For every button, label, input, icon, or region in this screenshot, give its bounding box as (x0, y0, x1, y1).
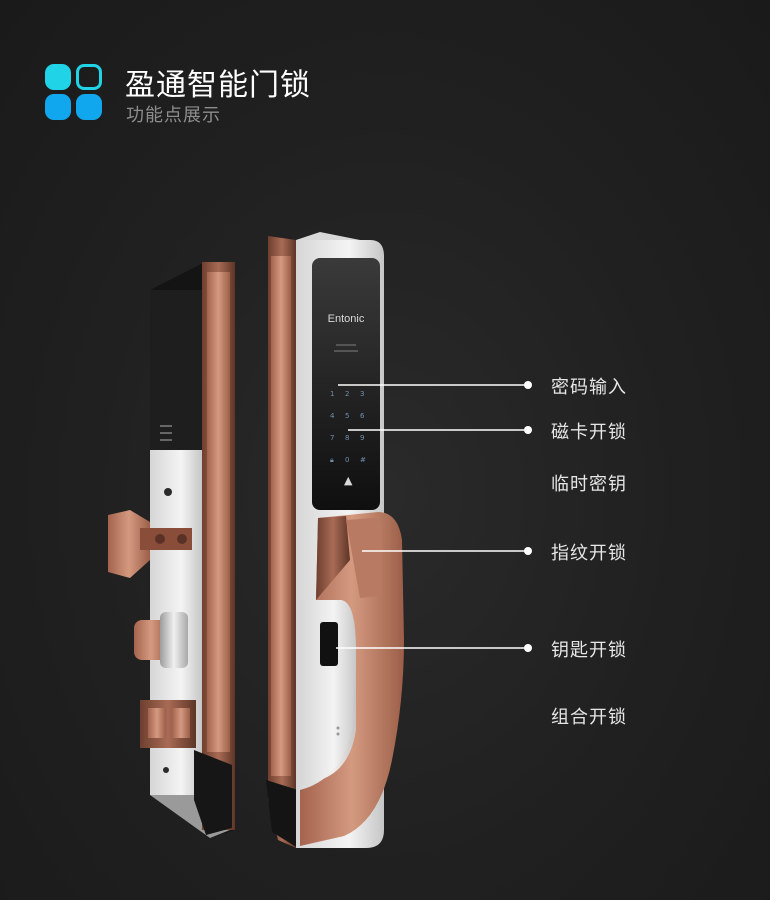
brand-text: Entonic (328, 313, 365, 325)
key-9: 9 (360, 434, 364, 442)
page-title: 盈通智能门锁 (125, 68, 311, 103)
leader-dot-key (524, 644, 532, 652)
logo-square-br (76, 94, 102, 120)
doorbell-icon: ▲ (344, 474, 353, 487)
feature-temp-key-label: 临时密钥 (551, 474, 627, 495)
leader-dot-fingerprint (524, 547, 532, 555)
key-2: 2 (345, 390, 349, 398)
leader-dot-card (524, 426, 532, 434)
logo-square-tl (45, 64, 71, 90)
leader-dots (524, 381, 532, 652)
feature-card-label: 磁卡开锁 (551, 422, 627, 443)
key-4: 4 (330, 412, 335, 420)
key-8: 8 (345, 434, 349, 442)
logo-square-bl (45, 94, 71, 120)
key-6: 6 (360, 412, 365, 420)
key-7: 7 (330, 434, 334, 442)
leader-dot-password (524, 381, 532, 389)
key-5: 5 (345, 412, 349, 420)
keypad: 1 2 3 4 5 6 7 8 9 🔒︎ 0 # ▲ (330, 390, 366, 487)
feature-leader-lines (336, 384, 528, 649)
door-handle (300, 512, 404, 846)
rear-lock-body (108, 262, 235, 838)
brand-logo-icon (45, 64, 103, 120)
page-subtitle: 功能点展示 (126, 105, 221, 126)
key-hash: # (360, 456, 366, 464)
feature-fingerprint-label: 指纹开锁 (551, 543, 627, 564)
feature-combo-label: 组合开锁 (551, 707, 627, 728)
key-0: 0 (345, 456, 349, 464)
logo-square-tr (76, 64, 102, 90)
lock-key-icon: 🔒︎ (330, 456, 334, 464)
key-1: 1 (330, 390, 334, 398)
feature-password-label: 密码输入 (551, 377, 627, 398)
feature-key-label: 钥匙开锁 (551, 640, 627, 661)
key-3: 3 (360, 390, 364, 398)
